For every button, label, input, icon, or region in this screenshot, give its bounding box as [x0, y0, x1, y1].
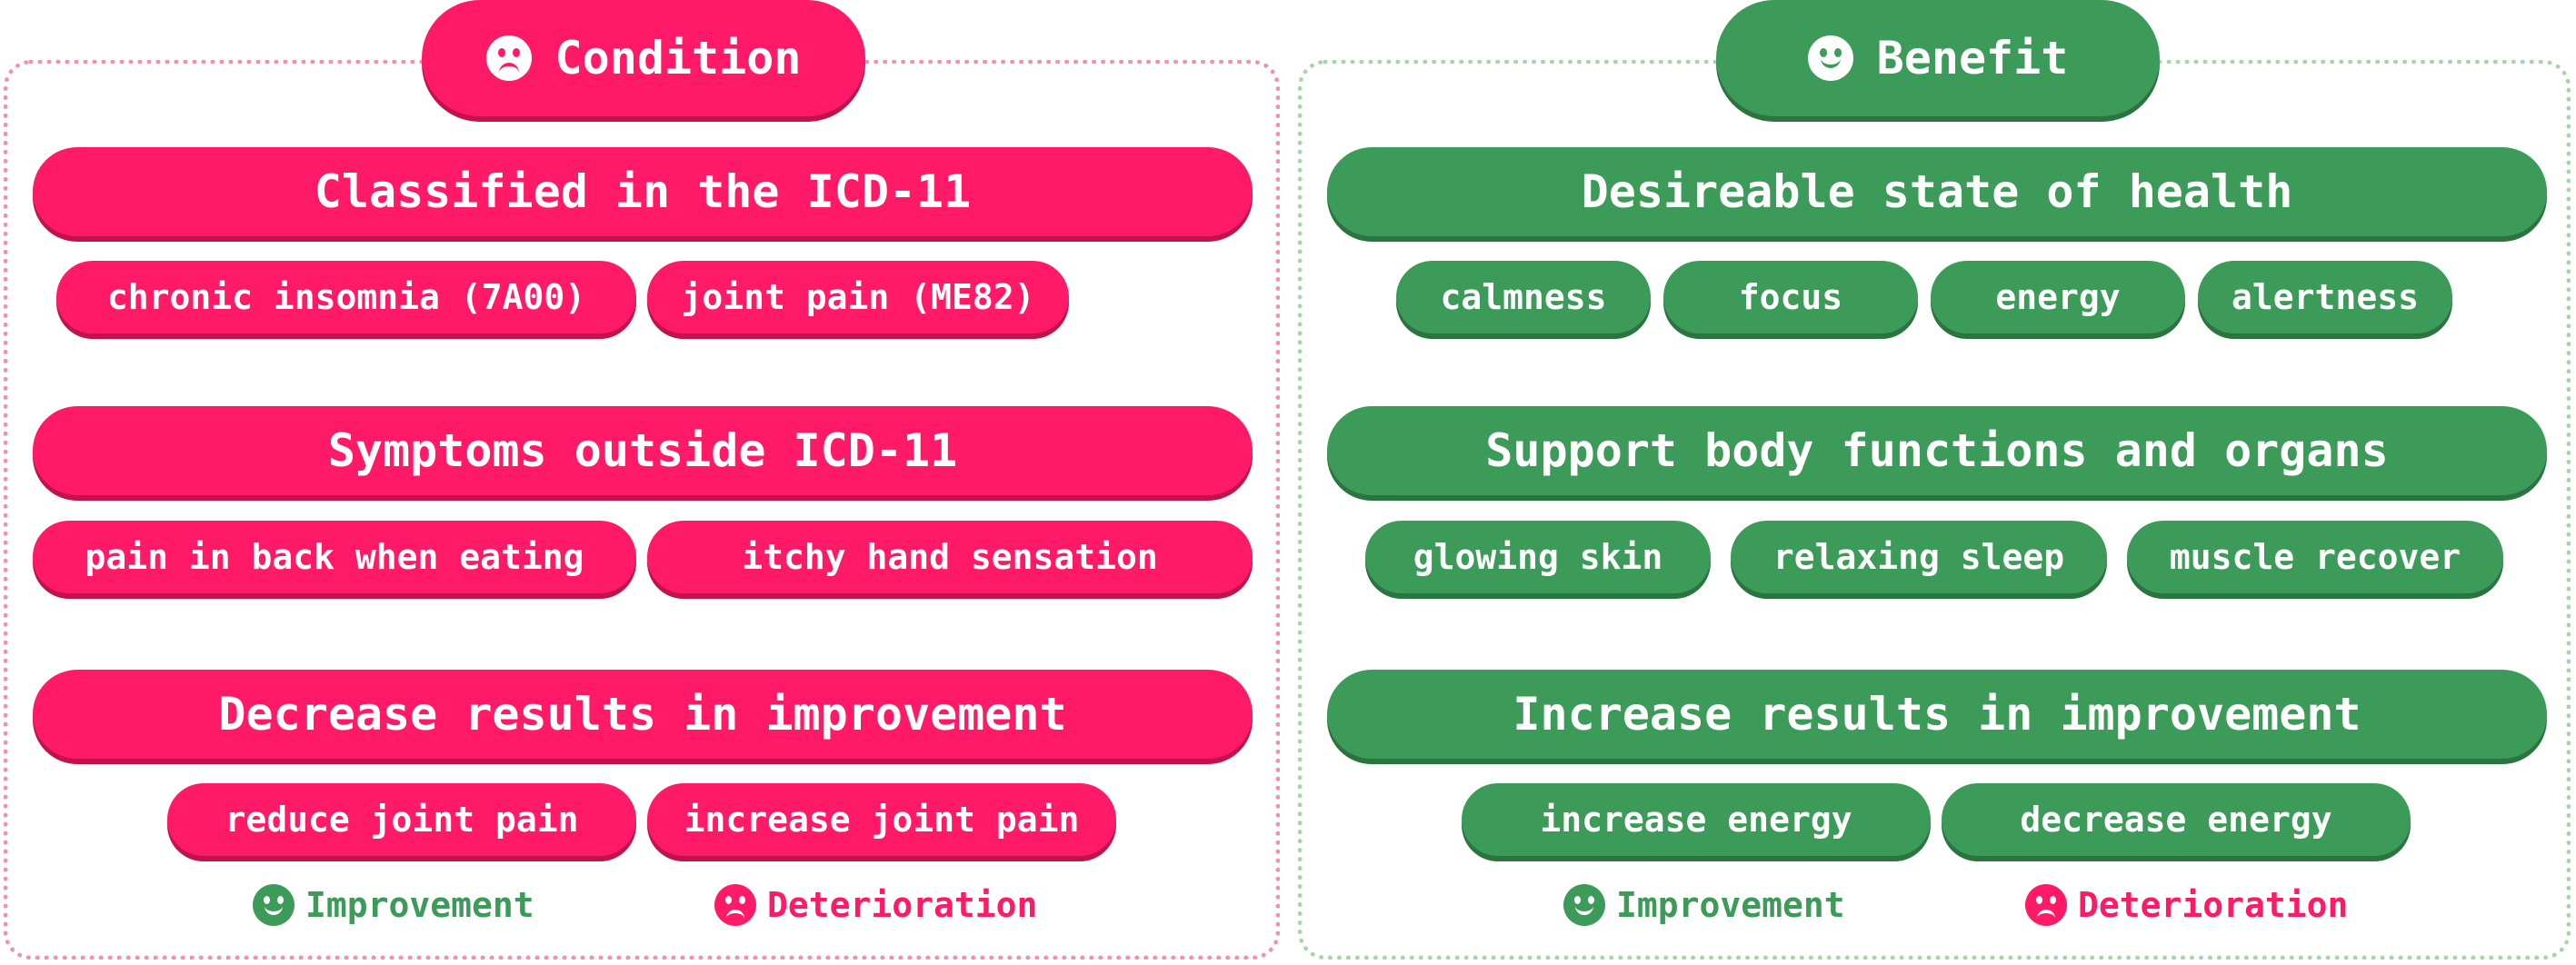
benefit-chip: increase energy [1462, 783, 1931, 856]
condition-chip: increase joint pain [647, 783, 1116, 856]
happy-face-icon [253, 884, 295, 926]
benefit-chip: energy [1931, 261, 2185, 333]
legend-improvement: Improvement [253, 884, 534, 926]
legend-deterioration: Deterioration [714, 884, 1037, 926]
sad-face-icon [485, 35, 532, 81]
condition-heading-icd11: Classified in the ICD-11 [33, 147, 1253, 236]
benefit-chip: muscle recover [2127, 521, 2503, 593]
benefit-chip: alertness [2198, 261, 2452, 333]
condition-chip: itchy hand sensation [647, 521, 1253, 593]
benefit-chip: relaxing sleep [1731, 521, 2107, 593]
condition-chip: chronic insomnia (7A00) [56, 261, 636, 333]
benefit-heading-support: Support body functions and organs [1327, 406, 2547, 495]
condition-heading-decrease: Decrease results in improvement [33, 670, 1253, 759]
condition-header: Condition [422, 0, 865, 116]
condition-title: Condition [554, 32, 802, 85]
legend-deterioration: Deterioration [2025, 884, 2348, 926]
happy-face-icon [1563, 884, 1605, 926]
condition-heading-symptoms: Symptoms outside ICD-11 [33, 406, 1253, 495]
benefit-heading-desirable: Desireable state of health [1327, 147, 2547, 236]
benefit-chip: glowing skin [1365, 521, 1711, 593]
condition-chip: joint pain (ME82) [647, 261, 1069, 333]
benefit-header: Benefit [1716, 0, 2160, 116]
benefit-chip: decrease energy [1942, 783, 2411, 856]
condition-chip: reduce joint pain [167, 783, 636, 856]
condition-chip: pain in back when eating [33, 521, 636, 593]
happy-face-icon [1807, 35, 1853, 81]
legend-improvement: Improvement [1563, 884, 1845, 926]
sad-face-icon [714, 884, 756, 926]
benefit-chip: calmness [1396, 261, 1651, 333]
sad-face-icon [2025, 884, 2067, 926]
benefit-chip: focus [1663, 261, 1918, 333]
benefit-heading-increase: Increase results in improvement [1327, 670, 2547, 759]
benefit-title: Benefit [1876, 32, 2069, 85]
